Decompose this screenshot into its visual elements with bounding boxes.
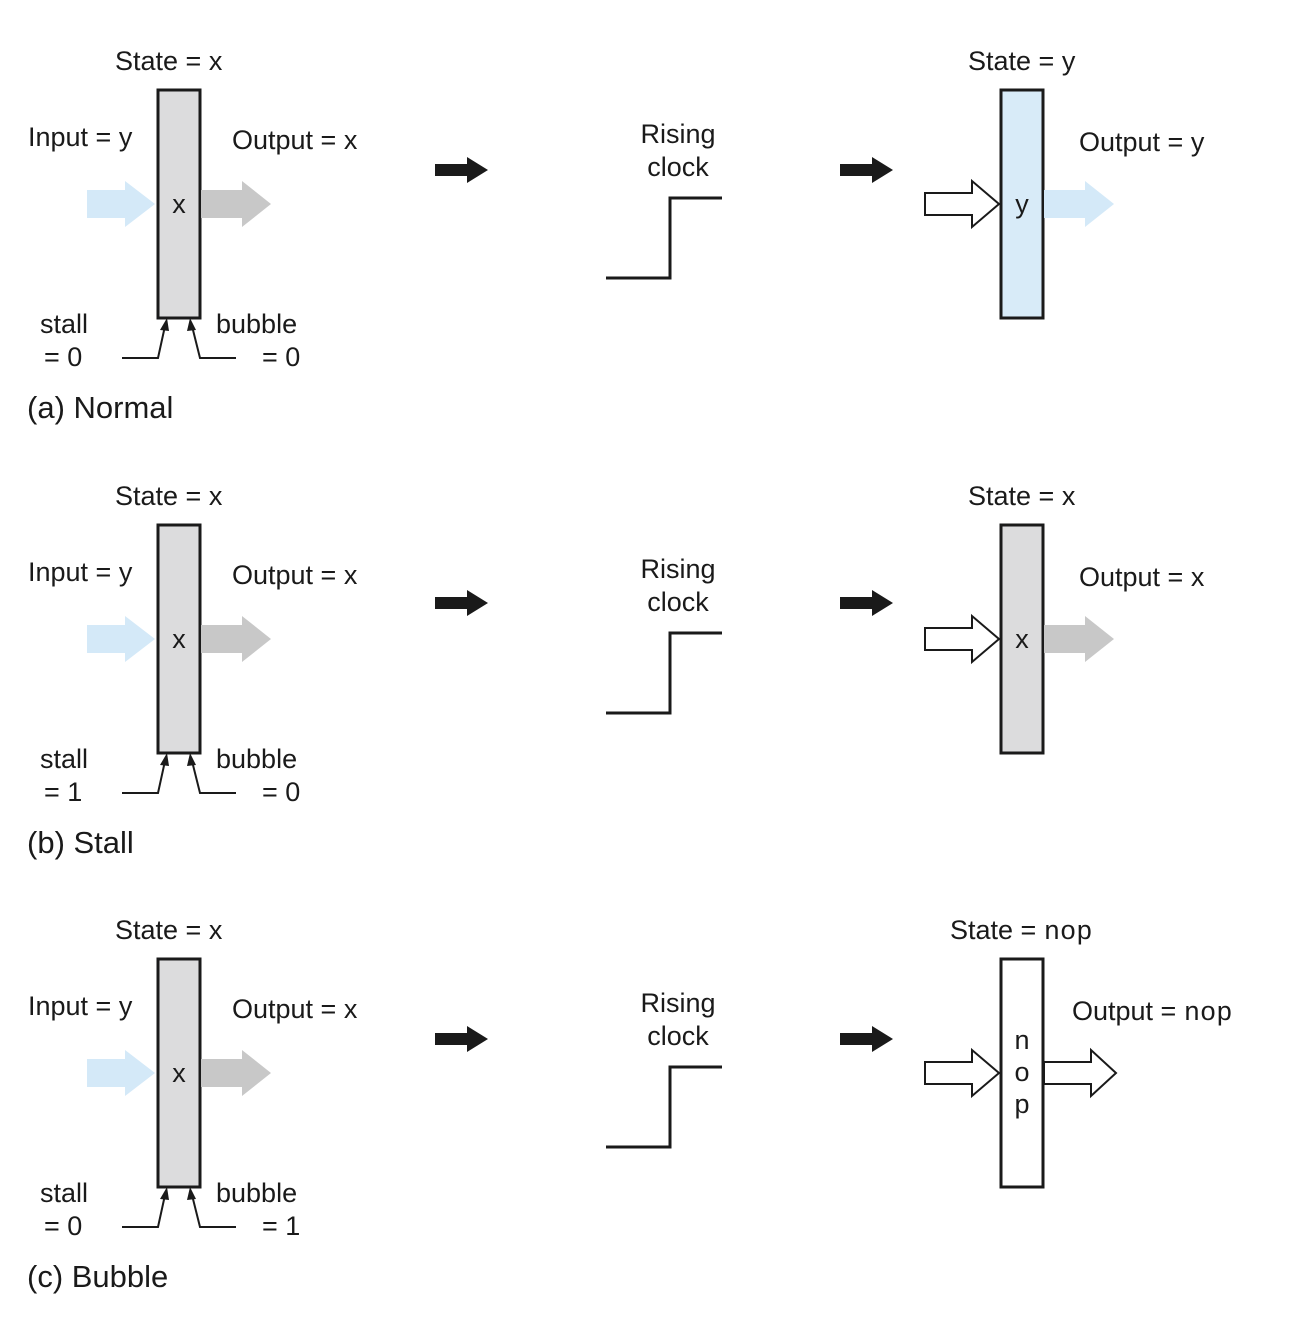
bubble-value: = 0 (262, 342, 300, 372)
stall-wire-arrowhead (160, 1187, 169, 1200)
nop-letter-o: o (1014, 1057, 1029, 1087)
transition-arrow-1 (435, 157, 488, 183)
output-arrow (201, 181, 271, 227)
transition-arrow-1 (435, 1026, 488, 1052)
after-state-label: State = x (968, 481, 1076, 511)
before-state-label: State = x (115, 915, 223, 945)
bubble-label: bubble (216, 1178, 297, 1208)
transition-arrow-2 (840, 1026, 893, 1052)
after-output-label: Output = y (1079, 127, 1205, 157)
panel-caption: (a) Normal (27, 390, 173, 425)
rising-clock-edge (606, 631, 722, 715)
before-register-content: x (172, 1058, 186, 1088)
after-register (999, 523, 1045, 755)
stall-label: stall (40, 1178, 88, 1208)
after-output-arrow (1043, 1047, 1118, 1099)
panel-caption: (c) Bubble (27, 1259, 168, 1294)
stall-value: = 1 (44, 777, 82, 807)
transition-arrow-1 (435, 590, 488, 616)
rising-clock-label-line2: clock (647, 152, 709, 182)
bubble-wire (191, 325, 236, 359)
stall-wire (122, 760, 166, 794)
bubble-wire (191, 1194, 236, 1228)
before-state-label: State = x (115, 46, 223, 76)
rising-clock-edge (606, 196, 722, 280)
after-state-label: State = nop (950, 915, 1092, 948)
rising-clock-label-line1: Rising (640, 988, 715, 1018)
rising-clock-label-line2: clock (647, 1021, 709, 1051)
stall-wire-arrowhead (160, 318, 169, 331)
rising-clock-label-line1: Rising (640, 554, 715, 584)
latched-input-arrow (924, 613, 1001, 665)
latched-input-arrow (924, 1047, 1001, 1099)
rising-clock-label-line1: Rising (640, 119, 715, 149)
before-output-label: Output = x (232, 125, 358, 155)
before-input-label: Input = y (28, 122, 133, 152)
input-arrow (87, 181, 155, 227)
output-arrow (201, 616, 271, 662)
rising-clock-label-line2: clock (647, 587, 709, 617)
after-output-label: Output = nop (1072, 996, 1232, 1029)
before-register-content: x (172, 624, 186, 654)
stall-value: = 0 (44, 342, 82, 372)
after-register-content: x (1015, 624, 1029, 654)
before-register-content: x (172, 189, 186, 219)
bubble-label: bubble (216, 309, 297, 339)
latched-input-arrow (924, 178, 1001, 230)
before-register (156, 88, 202, 320)
panel-stall: State = x Input = y Output = x x stall =… (27, 481, 1205, 860)
before-output-label: Output = x (232, 994, 358, 1024)
before-input-label: Input = y (28, 991, 133, 1021)
after-register (999, 88, 1045, 320)
input-arrow (87, 1050, 155, 1096)
after-output-arrow (1044, 616, 1114, 662)
after-output-label: Output = x (1079, 562, 1205, 592)
stall-label: stall (40, 309, 88, 339)
before-state-label: State = x (115, 481, 223, 511)
rising-clock-edge (606, 1065, 722, 1149)
stall-label: stall (40, 744, 88, 774)
input-arrow (87, 616, 155, 662)
after-output-arrow (1044, 181, 1114, 227)
transition-arrow-2 (840, 157, 893, 183)
stall-wire-arrowhead (160, 753, 169, 766)
after-register (999, 957, 1045, 1189)
bubble-wire-arrowhead (187, 1187, 196, 1200)
before-input-label: Input = y (28, 557, 133, 587)
nop-letter-p: p (1014, 1089, 1029, 1119)
stall-value: = 0 (44, 1211, 82, 1241)
panel-normal: State = x Input = y Output = x x stall =… (27, 46, 1205, 425)
before-output-label: Output = x (232, 560, 358, 590)
bubble-wire-arrowhead (187, 753, 196, 766)
panel-bubble: State = x Input = y Output = x x stall =… (27, 915, 1232, 1294)
bubble-wire-arrowhead (187, 318, 196, 331)
output-arrow (201, 1050, 271, 1096)
bubble-value: = 1 (262, 1211, 300, 1241)
before-register (156, 957, 202, 1189)
stall-wire (122, 325, 166, 359)
before-register (156, 523, 202, 755)
bubble-wire (191, 760, 236, 794)
stall-wire (122, 1194, 166, 1228)
bubble-value: = 0 (262, 777, 300, 807)
bubble-label: bubble (216, 744, 297, 774)
after-register-content: y (1015, 189, 1029, 219)
after-state-label: State = y (968, 46, 1076, 76)
nop-letter-n: n (1014, 1025, 1029, 1055)
panel-caption: (b) Stall (27, 825, 134, 860)
transition-arrow-2 (840, 590, 893, 616)
